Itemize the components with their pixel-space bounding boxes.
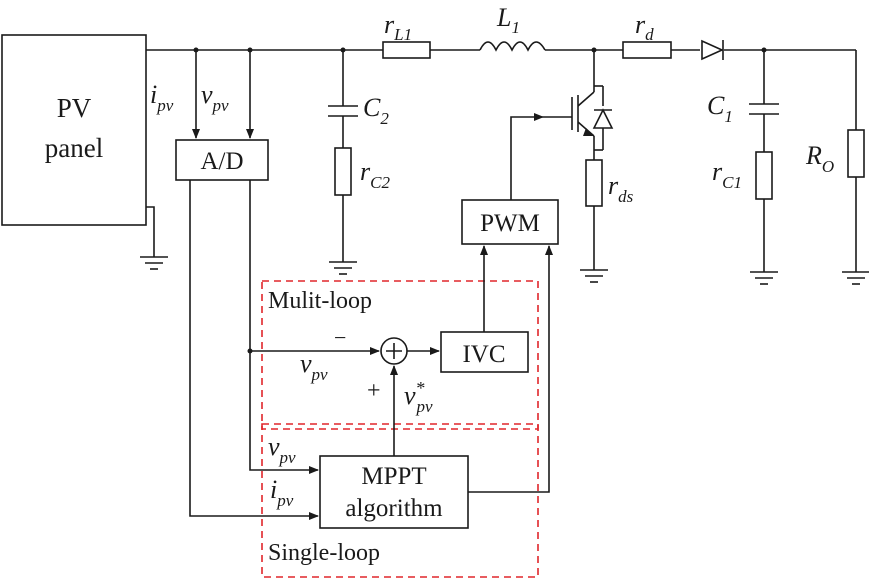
vpv-mppt-label: vpv	[268, 432, 296, 467]
mppt-to-pwm-wire	[468, 245, 553, 493]
C2-label: C2	[363, 93, 389, 128]
pwm-to-gate-wire	[510, 113, 544, 200]
ivc-block	[440, 331, 529, 373]
vpv-to-mppt-wire	[249, 351, 319, 474]
ipv-sense-label: ipv	[150, 80, 174, 115]
rL1-resistor	[382, 41, 431, 59]
c1-ground-icon	[750, 271, 778, 285]
plus-sign: +	[367, 378, 381, 404]
load-ground-icon	[842, 271, 869, 285]
rC2-label: rC2	[360, 157, 390, 192]
pv-panel-ground-icon	[140, 256, 168, 270]
C1-label: C1	[707, 91, 733, 126]
rL1-label: rL1	[384, 10, 412, 44]
summing-plus-icon	[386, 343, 402, 359]
L1-inductor	[479, 41, 546, 52]
igbt-switch	[571, 50, 604, 158]
pv-panel-label-line1: PV	[57, 93, 92, 123]
pwm-label: PWM	[480, 210, 540, 237]
pwm-block	[461, 199, 559, 245]
rC1-resistor	[755, 151, 773, 200]
junction-dots	[193, 47, 767, 354]
vpv-sense-label: vpv	[201, 80, 229, 115]
mppt-label-line1: MPPT	[361, 463, 426, 490]
pv-panel-ground-wire	[146, 206, 155, 257]
ad-converter-label: A/D	[200, 148, 243, 175]
rds-resistor	[585, 159, 603, 207]
output-diode	[701, 39, 724, 61]
vpv-feedback-label: vpv	[300, 349, 328, 384]
pv-panel-label-line2: panel	[45, 133, 103, 163]
multi-loop-label: Mulit-loop	[268, 288, 372, 314]
single-loop-box	[261, 423, 539, 578]
pv-panel-block	[1, 34, 147, 226]
ipv-mppt-label: ipv	[270, 475, 294, 510]
vpv-ref-label: v*pv	[404, 378, 433, 416]
L1-label: L1	[496, 3, 520, 37]
rC2-resistor	[334, 147, 352, 196]
ad-converter-block	[175, 139, 269, 181]
RO-resistor	[847, 129, 865, 178]
mppt-label-line2: algorithm	[345, 495, 443, 522]
rd-resistor	[622, 41, 672, 59]
single-loop-label: Single-loop	[268, 540, 380, 566]
vpv-feedback-wire	[249, 180, 380, 355]
multi-loop-box	[261, 280, 539, 430]
ipv-to-mppt-wire	[189, 180, 319, 520]
rds-label: rds	[608, 171, 634, 206]
rC1-label: rC1	[712, 157, 742, 192]
C2-capacitor	[328, 105, 358, 117]
ivc-label: IVC	[462, 341, 505, 368]
igbt-body-diode	[592, 108, 614, 129]
c2-ground-icon	[329, 261, 357, 275]
rd-label: rd	[635, 10, 654, 44]
C1-capacitor	[749, 103, 779, 115]
RO-label: RO	[805, 141, 834, 176]
minus-sign: −	[334, 325, 346, 350]
mppt-block	[319, 455, 469, 529]
switch-ground-icon	[580, 269, 608, 283]
